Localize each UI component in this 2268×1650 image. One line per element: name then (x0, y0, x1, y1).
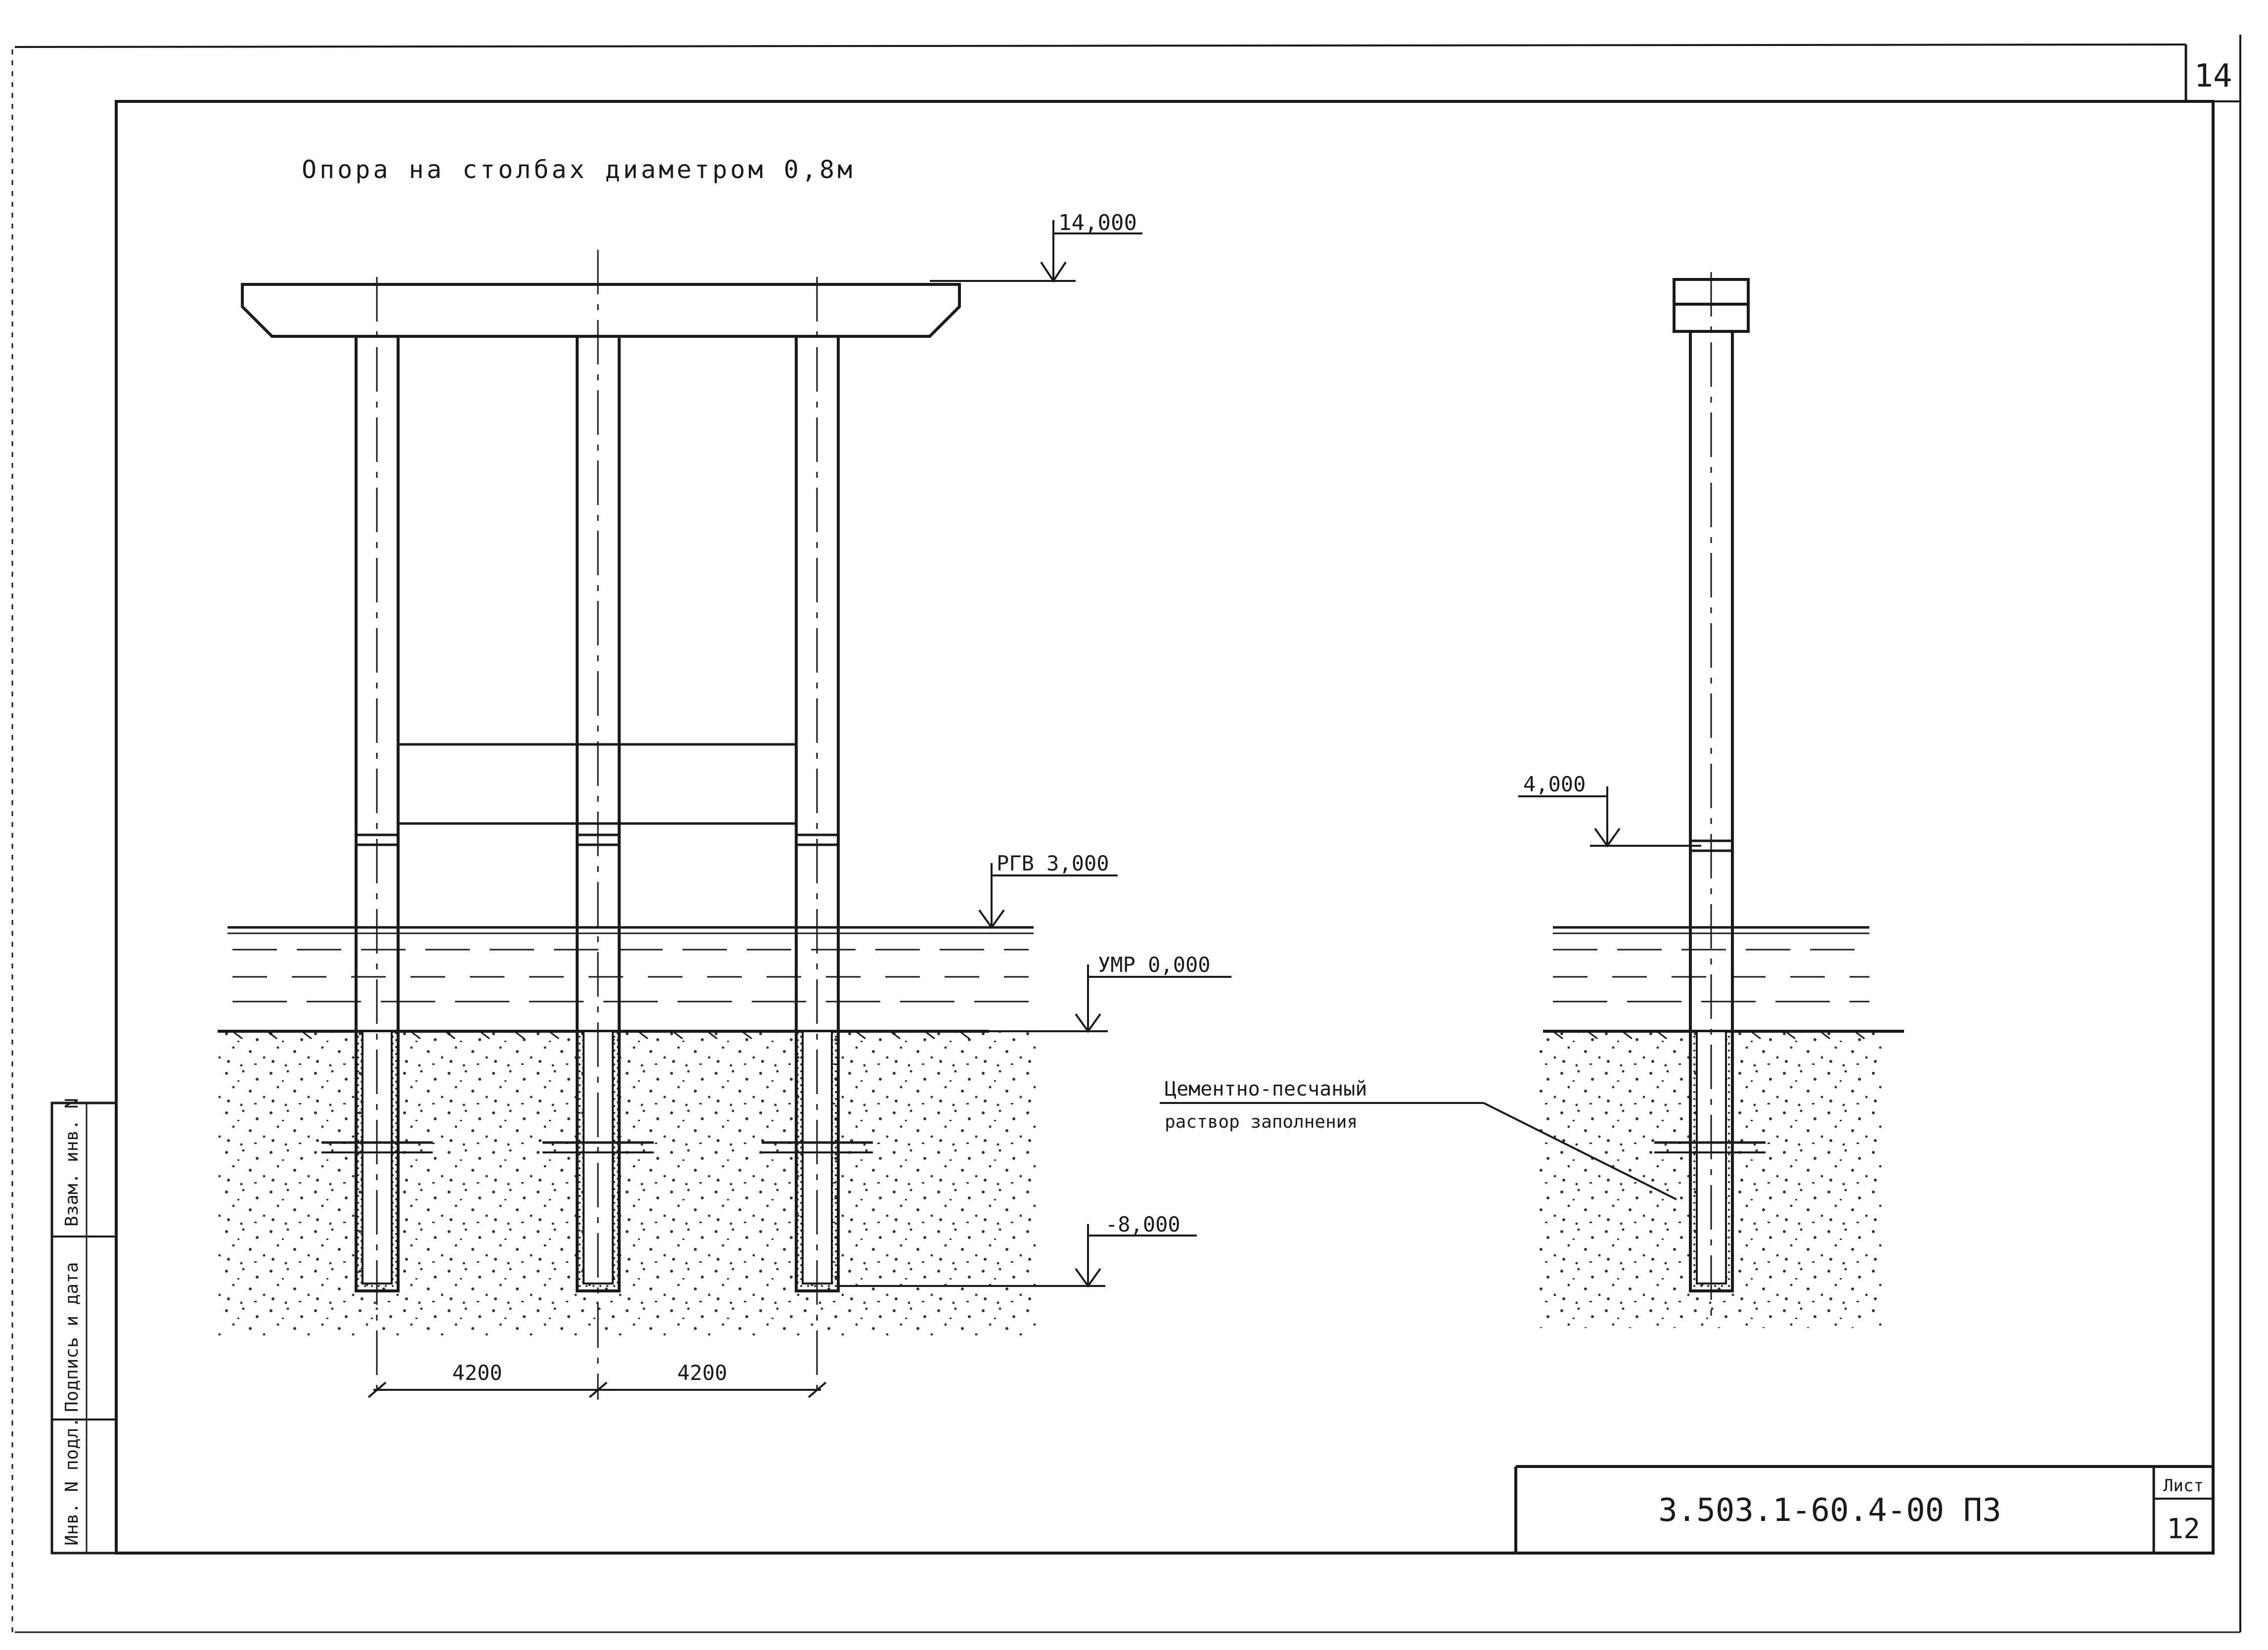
axis-lines (376, 250, 818, 1400)
dimension-label-1: 4200 (452, 1361, 502, 1385)
soil-zone (218, 1031, 1039, 1335)
level-marker-bottom (838, 1224, 1197, 1288)
level-marker-top (930, 220, 1142, 283)
document-designation: 3.503.1-60.4-00 ПЗ (1658, 1492, 2001, 1529)
water-lines (227, 926, 1034, 1003)
front-view: 4200 4200 14,000 РГВ 3,000 УМР 0,000 (218, 210, 1231, 1400)
stamp-signature-date: Подпись и дата (62, 1262, 82, 1412)
grout-callout (1160, 1102, 1677, 1200)
dimension-line (367, 1381, 827, 1398)
side-stamp: Взам. инв. N Подпись и дата Инв. N подл. (50, 1098, 118, 1555)
side-view: 4,000 (1518, 272, 1904, 1328)
callout-line-1: Цементно-песчаный (1165, 1078, 1367, 1100)
level-top-label: 14,000 (1058, 210, 1137, 235)
title-block (1514, 1465, 2213, 1553)
ground-hatch (232, 1030, 970, 1040)
level-bottom-label: -8,000 (1105, 1212, 1180, 1237)
level-ump-label: УМР 0,000 (1098, 953, 1211, 977)
callout-line-2: раствор заполнения (1165, 1112, 1358, 1132)
level-marker-rgv (964, 863, 1118, 929)
stamp-original-inventory: Инв. N подл. (62, 1417, 82, 1546)
sheet-label: Лист (2163, 1476, 2204, 1496)
page-corner-number: 14 (2194, 58, 2232, 94)
stamp-replaced-inventory: Взам. инв. N (62, 1098, 82, 1227)
cap-beam (241, 283, 961, 338)
sheet-number: 12 (2167, 1513, 2200, 1545)
dimension-label-2: 4200 (677, 1361, 727, 1385)
level-marker-ump (989, 964, 1231, 1033)
level-rgv-label: РГВ 3,000 (997, 851, 1109, 875)
sheet-frame (11, 35, 2241, 1633)
level-side-label: 4,000 (1523, 772, 1586, 796)
drawing-title: Опора на столбах диаметром 0,8м (302, 155, 855, 184)
level-marker-side (1518, 786, 1701, 848)
